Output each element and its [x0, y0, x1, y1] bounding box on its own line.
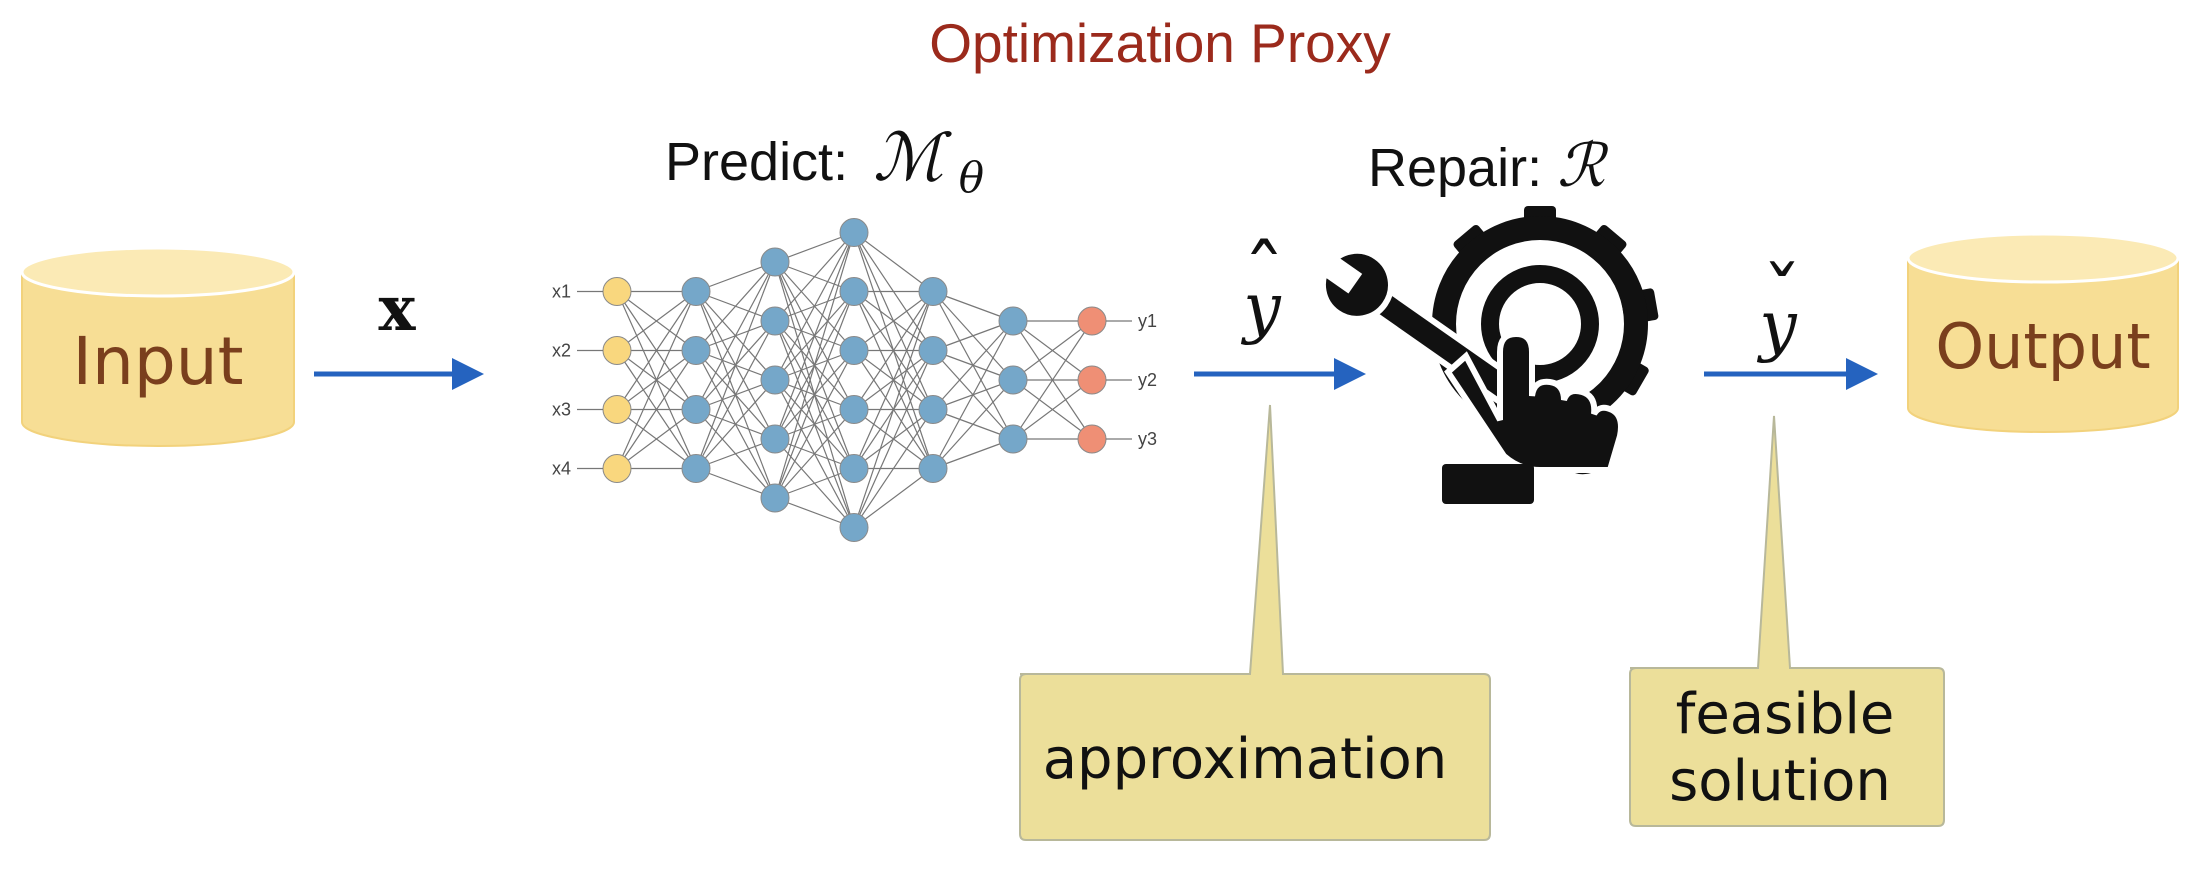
- network-edge: [695, 379, 776, 469]
- input-node-label: x3: [552, 400, 571, 420]
- network-edge: [853, 291, 934, 351]
- output-label: Output: [1935, 310, 2150, 383]
- network-edge: [853, 468, 934, 528]
- input-node-label: x1: [552, 282, 571, 302]
- input-label: Input: [73, 323, 244, 400]
- x-symbol: x: [379, 272, 417, 345]
- arrow-network-to-repair: [1194, 358, 1366, 390]
- hidden-node: [839, 277, 869, 306]
- neural-network: x1 x2 x3 x4 y1 y2 y3: [552, 218, 1157, 542]
- arrow-repair-to-output: [1704, 358, 1878, 390]
- model-symbol: ℳ: [873, 119, 952, 196]
- network-edge: [1012, 320, 1093, 381]
- repair-label: Repair: ℛ: [1368, 131, 1609, 201]
- y-hat-base: y: [1240, 269, 1281, 346]
- network-edge: [853, 291, 934, 528]
- network-edge: [1012, 320, 1093, 440]
- hidden-node: [998, 306, 1028, 336]
- network-edge: [774, 350, 855, 499]
- y-check-symbol: y ˇ: [1756, 251, 1802, 364]
- feasible-text-line2: solution: [1669, 749, 1891, 814]
- repair-prefix: Repair:: [1368, 138, 1542, 198]
- output-cylinder: Output: [1906, 232, 2180, 433]
- input-node-label: x4: [552, 459, 571, 479]
- hidden-node: [998, 365, 1028, 395]
- y-hat-symbol: y ˆ: [1240, 228, 1285, 346]
- network-edge: [695, 320, 776, 469]
- hidden-node: [839, 454, 869, 483]
- hidden-node: [681, 395, 711, 424]
- network-labels: x1 x2 x3 x4 y1 y2 y3: [552, 282, 1157, 479]
- hidden-node: [839, 395, 869, 424]
- output-node-label: y1: [1138, 311, 1157, 331]
- y-hat-accent: ˆ: [1243, 228, 1285, 326]
- output-node: [1077, 306, 1107, 336]
- network-edge: [774, 232, 855, 381]
- hidden-node: [760, 247, 790, 277]
- predict-label: Predict: ℳ θ: [665, 119, 984, 202]
- model-subscript: θ: [959, 153, 984, 202]
- predict-prefix: Predict:: [665, 132, 848, 192]
- network-edge: [932, 320, 1014, 469]
- network-edge: [616, 291, 697, 410]
- hidden-node: [760, 365, 790, 395]
- network-edge: [695, 261, 776, 469]
- network-nodes: [602, 218, 1107, 542]
- network-edge: [1012, 379, 1093, 440]
- input-node: [602, 395, 632, 424]
- network-edge: [853, 232, 934, 292]
- hidden-node: [681, 277, 711, 306]
- y-check-base: y: [1756, 287, 1797, 364]
- input-node-label: x2: [552, 341, 571, 361]
- hidden-node: [918, 336, 948, 365]
- network-edge: [853, 291, 934, 410]
- output-node: [1077, 365, 1107, 395]
- approximation-callout: approximation: [1019, 404, 1491, 841]
- arrow-input-to-network: [314, 358, 484, 390]
- y-check-accent: ˇ: [1762, 251, 1802, 344]
- output-node-label: y3: [1138, 429, 1157, 449]
- approximation-text: approximation: [1043, 727, 1448, 792]
- hidden-node: [839, 336, 869, 365]
- input-cylinder: Input: [20, 246, 296, 447]
- network-edge: [853, 291, 934, 469]
- hidden-node: [998, 424, 1028, 454]
- hidden-node: [681, 336, 711, 365]
- network-edge: [616, 291, 697, 469]
- gear-wrench-hand-icon: [1317, 206, 1659, 504]
- hidden-node: [918, 454, 948, 483]
- hidden-node: [918, 277, 948, 306]
- diagram-title: Optimization Proxy: [929, 12, 1391, 74]
- hidden-node: [760, 483, 790, 513]
- hidden-node: [918, 395, 948, 424]
- network-edge: [774, 232, 855, 322]
- network-edge: [932, 379, 1014, 469]
- output-node: [1077, 424, 1107, 454]
- hidden-node: [760, 306, 790, 336]
- network-edge: [616, 291, 697, 351]
- feasible-solution-callout: feasible solution: [1629, 415, 1945, 827]
- network-edge: [616, 409, 697, 469]
- hidden-node: [760, 424, 790, 454]
- hidden-node: [681, 454, 711, 483]
- repair-symbol: ℛ: [1557, 131, 1609, 201]
- output-node-label: y2: [1138, 370, 1157, 390]
- network-edge: [932, 320, 1014, 410]
- input-node: [602, 336, 632, 365]
- hidden-node: [839, 513, 869, 542]
- network-edge: [853, 409, 934, 528]
- network-edge: [774, 232, 855, 440]
- network-edge: [695, 261, 776, 351]
- input-node: [602, 277, 632, 306]
- feasible-text-line1: feasible: [1676, 682, 1895, 747]
- network-edge: [695, 261, 776, 410]
- network-edge: [853, 350, 934, 528]
- hidden-node: [839, 218, 869, 247]
- network-edge: [774, 291, 855, 499]
- network-edge: [774, 232, 855, 499]
- network-edge: [774, 409, 855, 499]
- input-node: [602, 454, 632, 483]
- network-edge: [616, 350, 697, 469]
